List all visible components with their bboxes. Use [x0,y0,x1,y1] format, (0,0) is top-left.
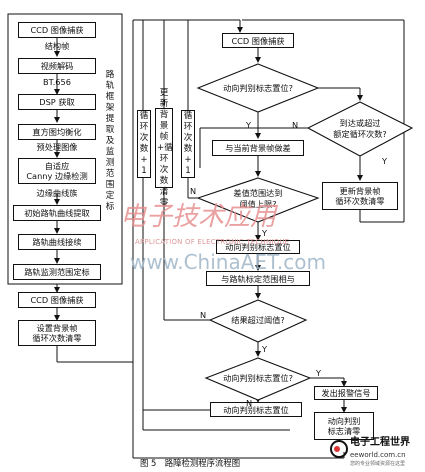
decision-loop-limit-text-2: 额定循环次数? [333,129,387,139]
rail-range-calibrate-text: 路轨监测范围定标 [24,267,90,277]
set-flag-box: 动向判别标志置位 [216,240,300,254]
decision-flag-set-2 [204,357,312,401]
reset-flag-box: 动向判别标志置位 [210,402,302,417]
label-n-d4: N [200,310,207,320]
video-decode-text: 视频解码 [40,61,74,71]
decision-diff-threshold [196,177,320,223]
rail-curve-continue-box: 路轨曲线接续 [18,234,96,250]
adaptive-canny-box: 自适应 Canny 边缘检测 [18,158,96,184]
set-background-text-1: 设置背景帧 [36,323,78,333]
rail-curve-continue-text: 路轨曲线接续 [32,237,82,247]
left-group-frame [7,13,123,285]
left-ccd-capture-text: CCD 图像捕获 [30,25,84,35]
histogram-equalization-text: 直方图均衡化 [32,127,82,137]
loop-count-box-b: 循环次数+1 [181,110,195,178]
label-n-d2: N [292,120,299,130]
adaptive-canny-text-1: 自适应 [44,161,70,171]
eeworld-logo: 电子工程世界 eeworld.com.cn 您的专业领域资源在这里 [330,438,422,470]
alarm-text: 发出报警信号 [321,388,371,398]
edge-curves-label: 边缘曲线族 [36,188,78,198]
left-ccd-capture-box: CCD 图像捕获 [18,22,96,38]
watermark-cn: 电子技术应用 [120,202,277,232]
decision-result-threshold [208,299,308,343]
right-ccd-capture-text: CCD 图像捕获 [231,35,285,46]
preprocessed-image-label: 预处理图像 [36,142,78,152]
set-background-text-2: 循环次数清零 [32,333,82,343]
decision-result-text: 结果超过阈值? [231,315,285,325]
loop-count-box-a: 循环次数+1 [137,110,151,178]
eeworld-logo-icon [330,440,348,458]
histogram-equalization-box: 直方图均衡化 [18,124,96,140]
decision-flag-set-1 [196,63,320,113]
update-background-box-right: 更新背景帧 循环次数清零 [322,182,398,210]
clear-flag-text-1: 动向判别 [327,416,361,426]
label-y-d5: Y [316,368,322,378]
decision-loop-limit [306,101,414,157]
label-n-d3: N [190,186,197,196]
decision-flag-set-1-text: 动向判别标志置位? [223,83,293,93]
set-background-box: 设置背景帧 循环次数清零 [18,320,96,346]
left-ccd-capture-box-2: CCD 图像捕获 [18,292,96,308]
initial-rail-extract-box: 初始路轨曲线提取 [13,205,101,221]
dsp-acquire-text: DSP 获取 [39,97,75,107]
and-rail-range-box: 与路轨标定范围相与 [206,271,310,286]
decision-diff-text-2: 阈值上限? [239,199,277,209]
decision-loop-limit-text-1: 到达或超过 [339,118,381,128]
rail-range-calibrate-box: 路轨监测范围定标 [13,264,101,280]
compare-background-text: 与当前背景帧做差 [225,143,291,153]
compare-background-box: 与当前背景帧做差 [212,140,304,156]
dsp-acquire-box: DSP 获取 [18,94,96,110]
structure-frame-label: 结构帧 [44,41,70,51]
update-background-box-a: 更新背景帧+循环次数清零 [155,88,173,208]
decision-flag-set-2-text: 动向判别标志置位? [223,373,293,383]
clear-flag-box: 动向判别 标志清零 [314,412,374,440]
eeworld-logo-site: eeworld.com.cn [350,451,406,459]
label-y-d3: Y [262,228,268,238]
left-ccd-capture-text-2: CCD 图像捕获 [30,295,84,305]
eeworld-logo-dot [334,446,340,452]
loop-count-text-a: 循环次数+1 [139,111,149,176]
alarm-box: 发出报警信号 [314,386,378,400]
loop-count-text-b: 循环次数+1 [183,111,193,176]
reset-flag-text: 动向判别标志置位 [223,404,289,415]
group-vertical-label: 路轨框架提取及监测范围定标 [105,70,115,212]
update-background-right-text-1: 更新背景帧 [339,186,381,196]
watermark-url: www.ChinaAET.com [130,250,326,274]
set-flag-text: 动向判别标志置位 [225,242,291,252]
initial-rail-extract-text: 初始路轨曲线提取 [24,208,90,218]
decision-diff-text-1: 差值范围达到 [233,188,283,198]
video-decode-box: 视频解码 [18,58,96,74]
label-y-d1: Y [246,120,252,130]
bt656-label: BT.656 [43,77,71,87]
watermark-en: APPLICATION OF ELECTRONIC TECHNIQUE [135,238,290,246]
eeworld-logo-tag: 您的专业领域资源在这里 [350,461,406,467]
eeworld-logo-name: 电子工程世界 [350,437,410,448]
label-n-d5: N [246,398,253,408]
and-rail-range-text: 与路轨标定范围相与 [221,273,295,284]
update-background-right-text-2: 循环次数清零 [335,196,385,206]
right-ccd-capture-box: CCD 图像捕获 [222,33,294,48]
label-y-d4: Y [262,344,268,354]
figure-caption: 图 5 路障检测程序流程图 [140,458,241,468]
clear-flag-text-2: 标志清零 [327,426,361,436]
adaptive-canny-text-2: Canny 边缘检测 [26,171,88,181]
label-y-d2: Y [382,156,388,166]
update-background-text-a: 更新背景帧+循环次数清零 [157,87,173,208]
